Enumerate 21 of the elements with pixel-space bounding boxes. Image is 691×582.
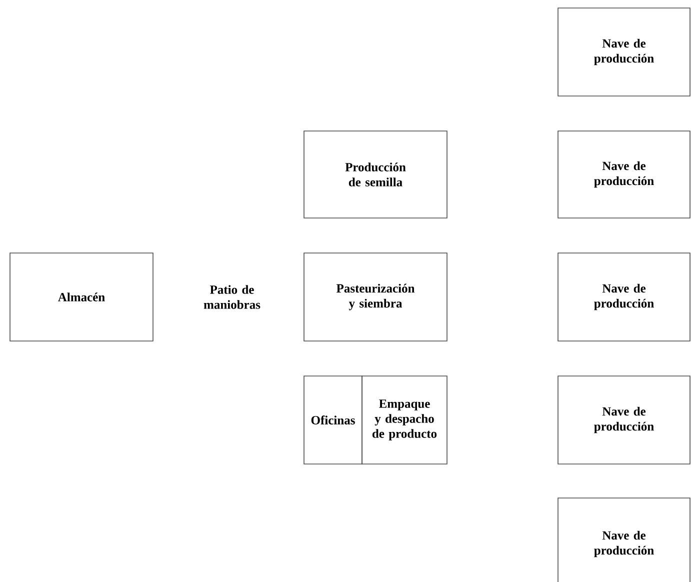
area-box <box>558 376 690 464</box>
node-label: Nave de producción <box>594 38 654 66</box>
node-label: Nave de producción <box>594 406 654 434</box>
area-box <box>304 376 362 464</box>
area-box <box>10 252 154 342</box>
area-box <box>304 252 448 342</box>
area-box <box>558 8 690 96</box>
node-label: Nave de producción <box>594 530 654 558</box>
node-label: Nave de producción <box>594 284 654 310</box>
area-box <box>558 498 690 582</box>
area-box <box>558 252 690 342</box>
node-label: Empaque y despacho de producto <box>372 400 437 440</box>
node-label: Almacén <box>58 292 105 302</box>
area-box <box>304 130 448 218</box>
node-label: Nave de producción <box>594 161 654 188</box>
area-box <box>362 376 448 464</box>
area-box <box>558 130 690 218</box>
node-label: Pasteurización y siembra <box>336 284 415 310</box>
area-label: Patio de maniobras <box>204 285 260 309</box>
node-label: Oficinas <box>311 416 355 424</box>
node-label: Producción de semilla <box>345 162 406 186</box>
